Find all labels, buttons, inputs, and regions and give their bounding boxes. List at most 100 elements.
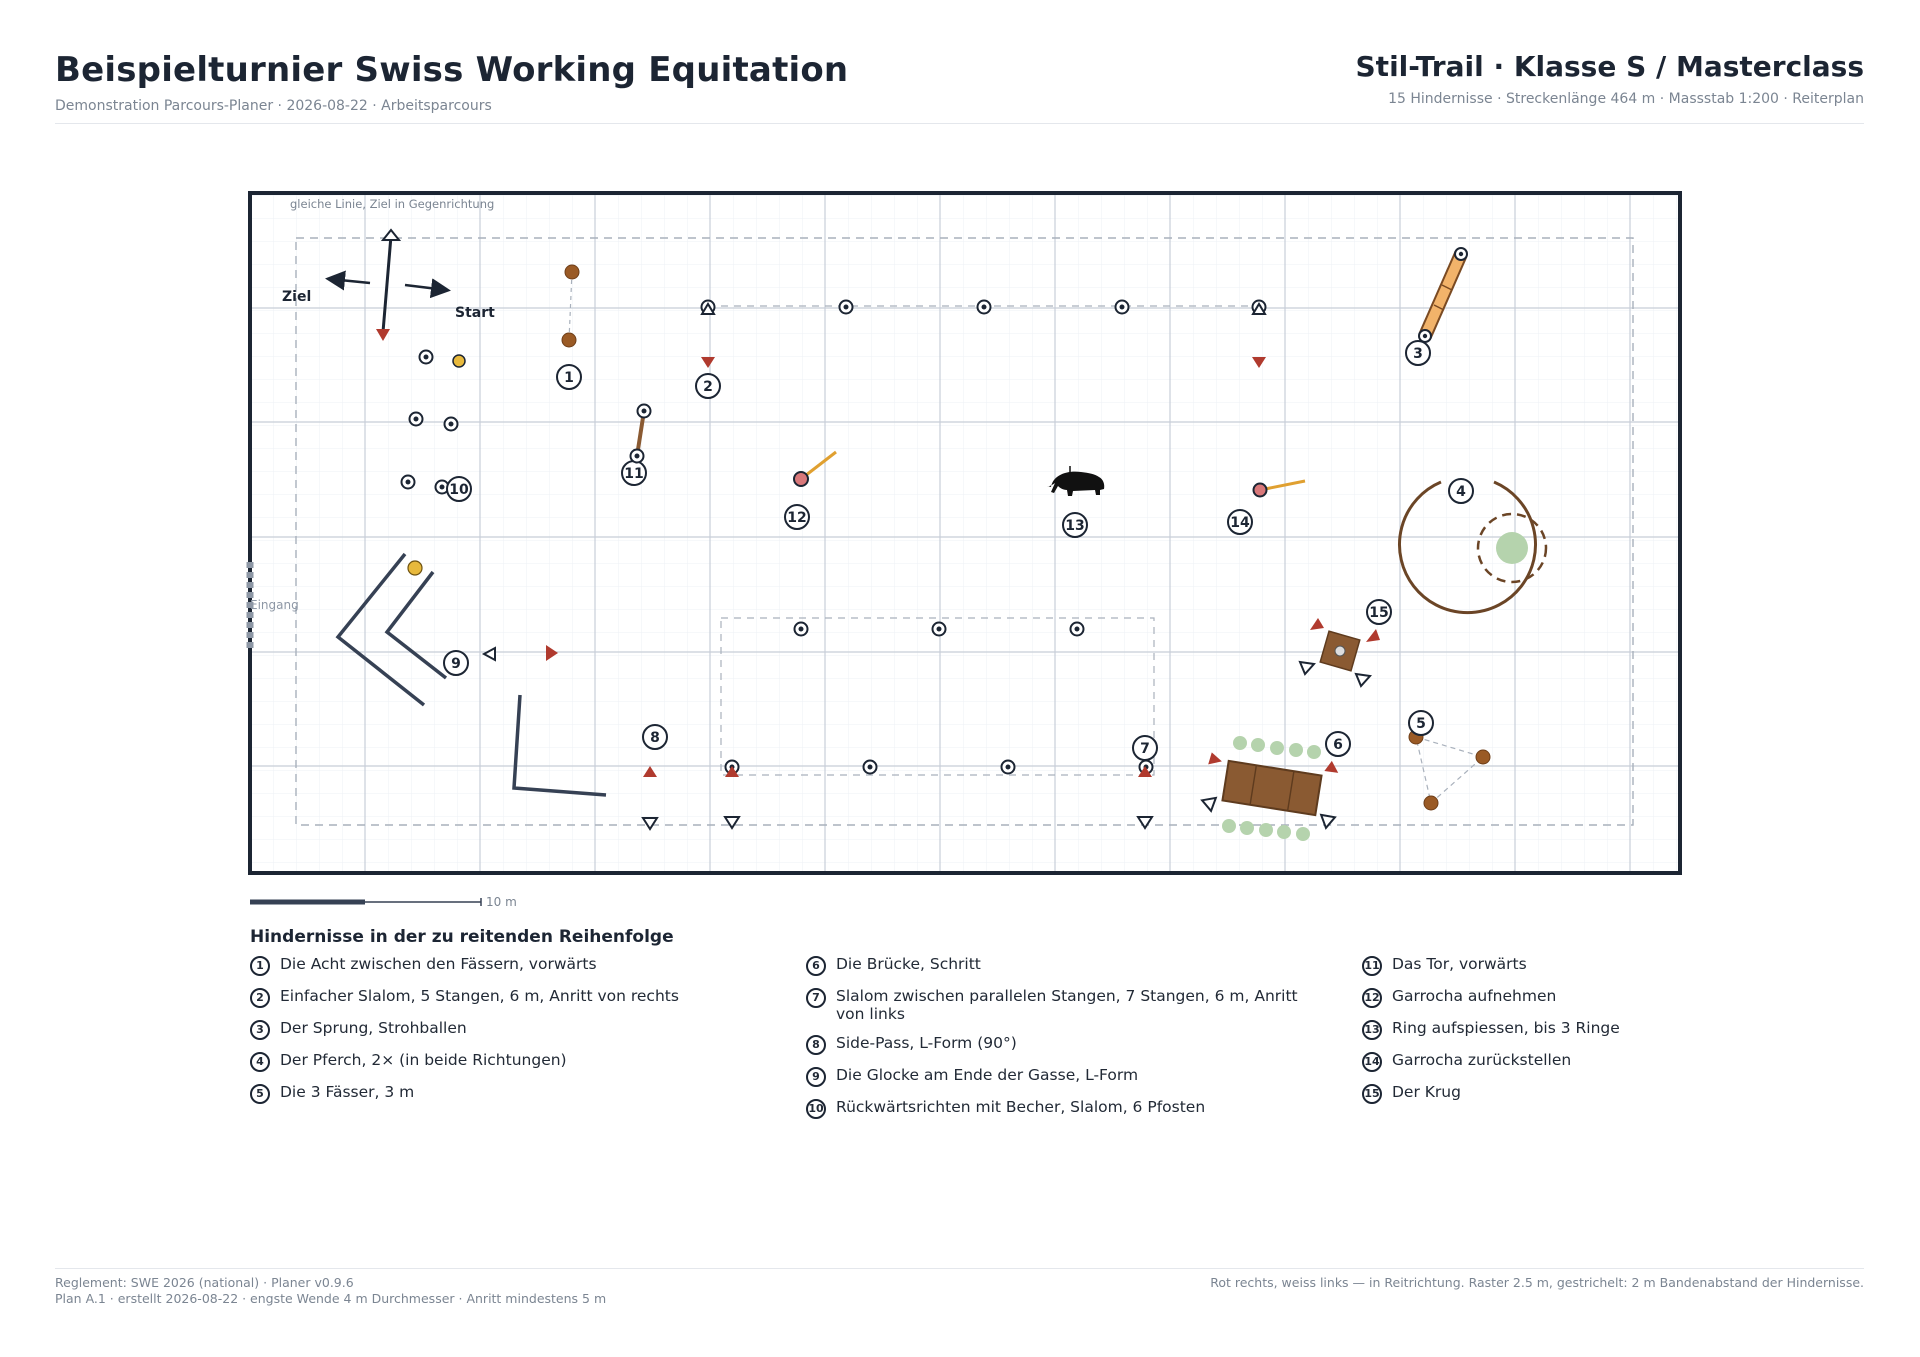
start-arrow <box>404 278 451 299</box>
obstacle-marker-1[interactable]: 1 <box>556 364 582 390</box>
obstacle-10-rein-back[interactable] <box>400 349 466 495</box>
obstacle-marker-11[interactable]: 11 <box>621 460 647 486</box>
obstacle-6-bridge[interactable] <box>1200 736 1340 841</box>
finish-label: Ziel <box>282 289 311 305</box>
finish-arrow <box>325 270 371 291</box>
slalom-pole <box>838 299 854 315</box>
obstacle-marker-10[interactable]: 10 <box>446 476 472 502</box>
legend-number-badge: 5 <box>250 1084 270 1104</box>
obstacle-number: 5 <box>1416 716 1426 732</box>
obstacle-number: 8 <box>650 730 660 746</box>
obstacle-number: 9 <box>451 656 461 672</box>
arena-grid <box>252 195 1678 871</box>
entrance-label: Eingang <box>250 598 299 612</box>
legend-text: Der Sprung, Strohballen <box>280 1019 467 1037</box>
obstacle-marker-15[interactable]: 15 <box>1366 599 1392 625</box>
scale-bar: 10 m <box>250 895 517 909</box>
obstacle-marker-12[interactable]: 12 <box>784 504 810 530</box>
legend-number-badge: 1 <box>250 956 270 976</box>
legend-text: Der Krug <box>1392 1083 1461 1101</box>
obstacle-marker-3[interactable]: 3 <box>1405 340 1431 366</box>
rein-back-post <box>443 416 459 432</box>
obstacle-marker-7[interactable]: 7 <box>1132 735 1158 761</box>
legend-text: Slalom zwischen parallelen Stangen, 7 St… <box>836 987 1298 1023</box>
obstacle-marker-8[interactable]: 8 <box>642 724 668 750</box>
obstacle-number: 6 <box>1333 737 1343 753</box>
slalom-pole <box>1069 621 1085 637</box>
obstacle-13-bull-icon[interactable] <box>1047 466 1105 496</box>
legend-number-badge: 3 <box>250 1020 270 1040</box>
legend-item: 3 Der Sprung, Strohballen <box>250 1019 710 1040</box>
slalom-pole <box>793 621 809 637</box>
legend-number-badge: 11 <box>1362 956 1382 976</box>
footer-left: Reglement: SWE 2026 (national) · Planer … <box>55 1275 606 1307</box>
page-title: Beispielturnier Swiss Working Equitation <box>55 50 849 90</box>
obstacle-9-bell-alley[interactable] <box>335 552 558 707</box>
obstacle-marker-9[interactable]: 9 <box>443 650 469 676</box>
obstacle-marker-5[interactable]: 5 <box>1408 710 1434 736</box>
obstacle-12-garrocha-take[interactable] <box>793 450 837 487</box>
legend-number-badge: 14 <box>1362 1052 1382 1072</box>
class-title: Stil-Trail · Klasse S / Masterclass <box>1355 50 1864 83</box>
obstacle-4-pen[interactable] <box>1398 480 1548 615</box>
scale-label: 10 m <box>486 895 517 909</box>
header-right: Stil-Trail · Klasse S / Masterclass 15 H… <box>1356 50 1864 107</box>
start-finish-note: gleiche Linie, Ziel in Gegenrichtung <box>290 197 494 211</box>
obstacle-number: 13 <box>1065 518 1084 534</box>
obstacle-marker-6[interactable]: 6 <box>1325 731 1351 757</box>
slalom-7-zone <box>720 617 1155 776</box>
red-flag <box>725 766 739 777</box>
obstacle-14-garrocha-return[interactable] <box>1252 479 1306 498</box>
footer-divider <box>55 1268 1864 1269</box>
obstacle-8-side-pass[interactable] <box>512 694 659 831</box>
rein-back-post <box>400 474 416 490</box>
legend-text: Rückwärtsrichten mit Becher, Slalom, 6 P… <box>836 1098 1206 1116</box>
course-info: 15 Hindernisse · Streckenlänge 464 m · M… <box>1388 91 1864 107</box>
footer-regulation: Reglement: SWE 2026 (national) · Planer … <box>55 1275 354 1290</box>
legend-text: Einfacher Slalom, 5 Stangen, 6 m, Anritt… <box>280 987 679 1005</box>
obstacle-number: 10 <box>449 482 469 498</box>
legend-item: 4 Der Pferch, 2× (in beide Richtungen) <box>250 1051 710 1072</box>
legend-text: Ring aufspiessen, bis 3 Ringe <box>1392 1019 1620 1037</box>
arena-wall <box>248 191 1682 875</box>
obstacle-number: 15 <box>1369 605 1388 621</box>
obstacle-marker-13[interactable]: 13 <box>1062 512 1088 538</box>
start-label: Start <box>455 305 495 321</box>
obstacle-number: 14 <box>1230 515 1250 531</box>
header-left: Beispielturnier Swiss Working Equitation… <box>55 50 848 114</box>
slalom-pole <box>1114 299 1130 315</box>
footer-plan-info: Plan A.1 · erstellt 2026-08-22 · engste … <box>55 1291 607 1306</box>
legend-text: Garrocha aufnehmen <box>1392 987 1557 1005</box>
obstacle-number: 1 <box>564 370 574 386</box>
obstacle-11-gate[interactable] <box>635 410 646 457</box>
legend-number-badge: 4 <box>250 1052 270 1072</box>
obstacle-3-jump[interactable] <box>1418 247 1468 343</box>
legend-text: Der Pferch, 2× (in beide Richtungen) <box>280 1051 567 1069</box>
legend-number-badge: 6 <box>806 956 826 976</box>
legend-text: Das Tor, vorwärts <box>1392 955 1527 973</box>
gate-post <box>629 448 645 464</box>
obstacle-marker-2[interactable]: 2 <box>695 373 721 399</box>
slalom-pole <box>931 621 947 637</box>
slalom-pole <box>976 299 992 315</box>
obstacle-1-barrels[interactable] <box>561 264 580 348</box>
page-subtitle: Demonstration Parcours-Planer · 2026-08-… <box>55 98 492 114</box>
obstacle-number: 3 <box>1413 346 1423 362</box>
rein-back-post <box>408 411 424 427</box>
obstacle-15-jug[interactable] <box>1298 618 1380 688</box>
obstacle-marker-4[interactable]: 4 <box>1448 478 1474 504</box>
footer-note: Rot rechts, weiss links — in Reitrichtun… <box>1210 1275 1864 1290</box>
obstacle-marker-14[interactable]: 14 <box>1227 509 1253 535</box>
